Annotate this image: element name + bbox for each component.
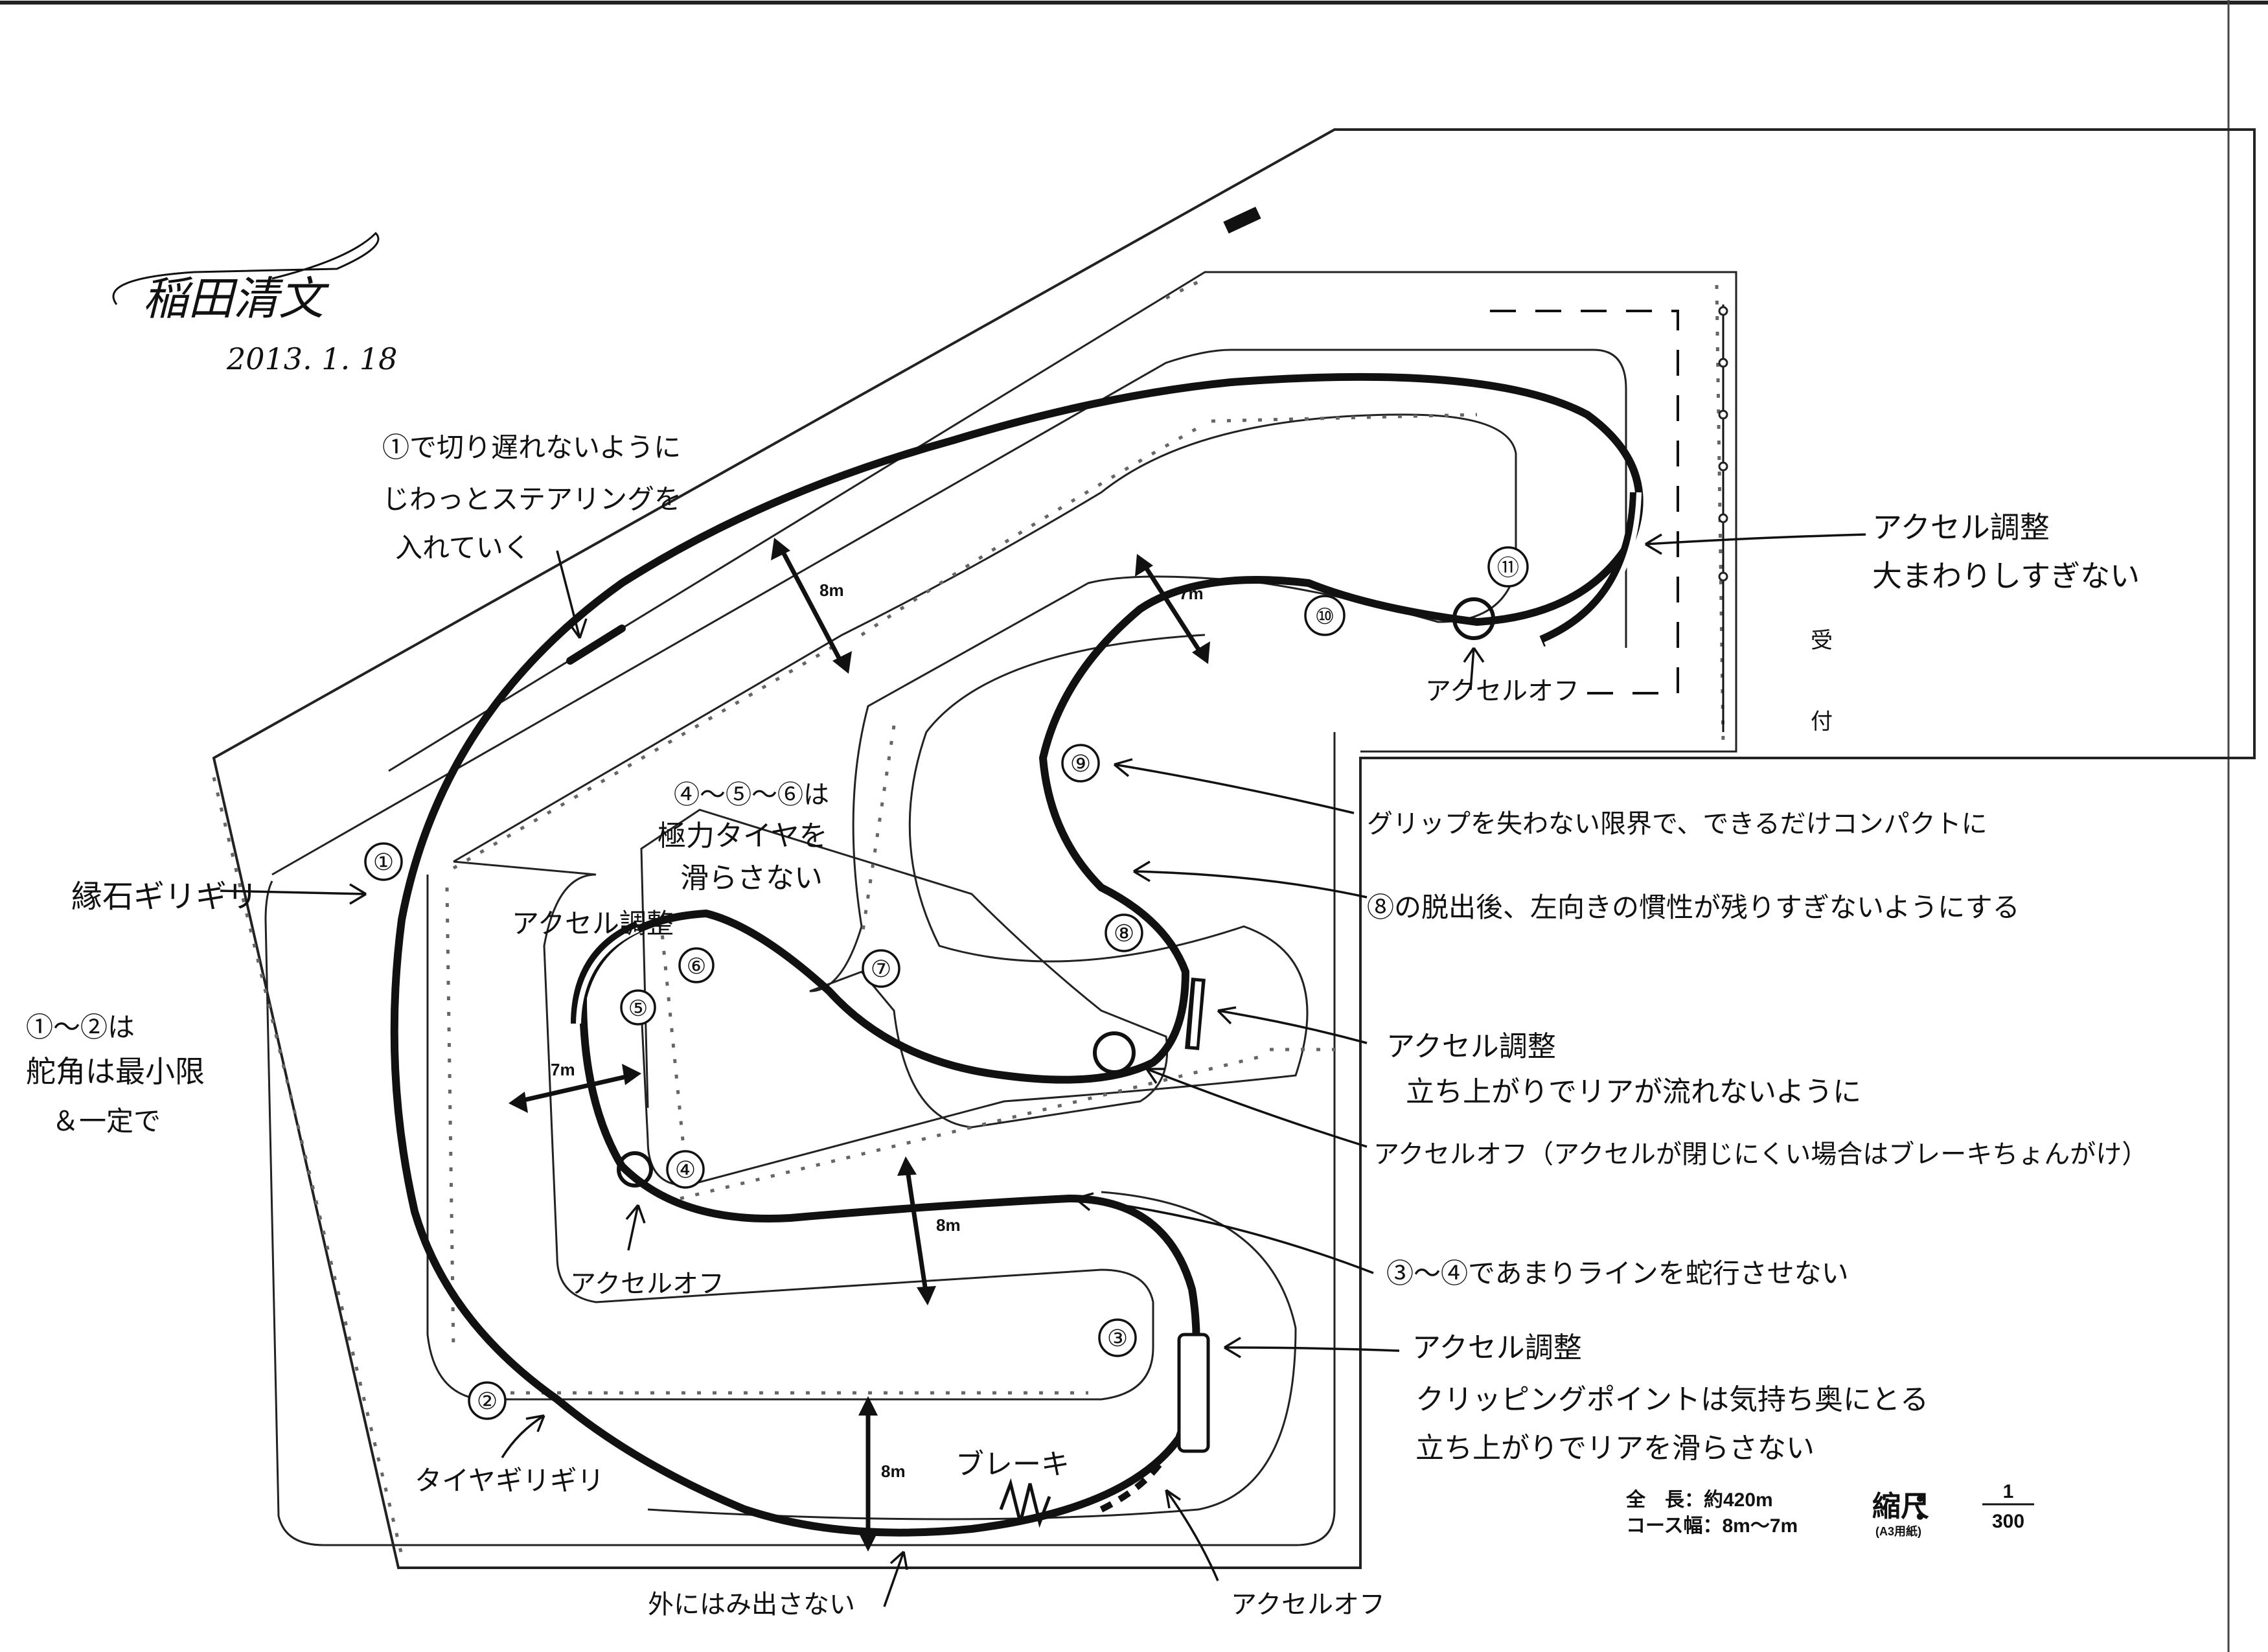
course-outline [264,349,1627,1546]
tire-edge-note: タイヤギリギリ [415,1465,604,1497]
slide-note: 滑らさない [680,862,823,895]
corner-number: ④ [675,1157,696,1184]
specs-block: 全 長：約420m コース幅：8m〜7m 縮尺 (A3用紙) ： 1 300 [1625,1481,2034,1538]
corner-number: ③ [1107,1325,1128,1352]
reception-label: 受 [1811,628,1833,654]
curb-markers [212,277,1725,1555]
accel-adjust-mid-note: 立ち上がりでリアが流れないように [1406,1075,1861,1108]
corner-number: ⑥ [687,954,706,980]
accel-adjust-top-note: 大まわりしすぎない [1872,558,2140,593]
brake-label: ブレーキ [956,1448,1070,1481]
exit8-note: ⑧の脱出後、左向きの慣性が残りすぎないようにする [1367,891,2020,923]
entry-note: 入れていく [395,532,531,564]
accel-off-mid-note: アクセルオフ（アクセルが閉じにくい場合はブレーキちょんがけ） [1373,1140,2148,1169]
outside-note: 外にはみ出さない [648,1590,855,1620]
corner-number: ⑪ [1497,555,1519,581]
corner-number: ① [373,849,394,876]
corner-number: ⑤ [628,996,648,1022]
dimension-label: 8m [936,1215,961,1235]
accel-off-top-label: アクセルオフ [1425,676,1579,706]
dimension-arrows [509,538,1210,1552]
corner-number: ② [477,1388,498,1415]
course-width: コース幅：8m〜7m [1626,1515,1798,1537]
grip-note: グリップを失わない限界で、できるだけコンパクトに [1367,809,1987,839]
accel-adjust-top-label: アクセル調整 [1872,510,2050,545]
accel-adjust-low-note: 立ち上がりでリアを滑らさない [1415,1432,1815,1465]
inner-island-main [426,413,1517,1401]
scale-label: 縮尺 [1872,1491,1929,1522]
entry-note: ①で切り遅れないように [382,431,681,463]
apex-marker-left [617,1151,653,1187]
dimension-label: 8m [881,1462,906,1481]
accel-off-bottom-label: アクセルオフ [1231,1590,1385,1620]
reception-label: 付 [1811,709,1833,735]
accel-adjust-mid-label: アクセル調整 [1386,1030,1556,1063]
dimension-label: 7m [551,1060,575,1079]
snake-note: ③〜④であまりラインを蛇行させない [1386,1257,1849,1289]
steer-note: ①〜②は [26,1011,135,1043]
total-length: 全 長：約420m [1625,1489,1773,1511]
entry-note: じわっとステアリングを [382,483,682,515]
racing-line-upper-stub [566,625,626,665]
scale-colon: ： [1911,1486,1947,1527]
scale-numerator: 1 [2003,1481,2014,1502]
annotation-arrows [220,533,1866,1607]
accel-adjust-left-label: アクセル調整 [512,908,674,939]
signature-name: 稲田清文 [143,272,330,325]
accel-adjust-low-label: アクセル調整 [1412,1331,1582,1364]
dimension-label: 7m [1179,584,1204,603]
steer-note: ＆一定で [52,1105,161,1137]
corner-number: ⑩ [1315,604,1334,630]
dimension-label: 8m [819,580,844,600]
accel-zones [571,492,1642,1528]
apex-marker-top [1452,597,1495,640]
signature-date: 2013. 1. 18 [226,341,397,376]
scale-sub: (A3用紙) [1875,1524,1921,1538]
corner-markers: ① ② ③ ④ ⑤ ⑥ ⑦ ⑧ ⑨ ⑩ ⑪ [364,546,1529,1420]
slide-note: 極力タイヤを [658,820,828,853]
corner-number: ⑨ [1070,751,1091,777]
signature-block: 稲田清文 2013. 1. 18 [112,231,397,376]
curb-note: 縁石ギリギリ [71,878,258,915]
site-boundary [212,128,2256,1569]
slide-note: ④〜⑤〜⑥は [674,780,829,810]
scale-denominator: 300 [1992,1511,2024,1532]
corner-number: ⑧ [1114,921,1134,947]
steer-note: 舵角は最小限 [26,1054,205,1089]
accel-adjust-low-note: クリッピングポイントは気持ち奥にとる [1415,1383,1929,1416]
apex-marker-mid [1093,1031,1136,1074]
accel-off-left-label: アクセルオフ [570,1269,724,1299]
corner-number: ⑦ [871,956,891,983]
reception-area [1223,207,1728,732]
